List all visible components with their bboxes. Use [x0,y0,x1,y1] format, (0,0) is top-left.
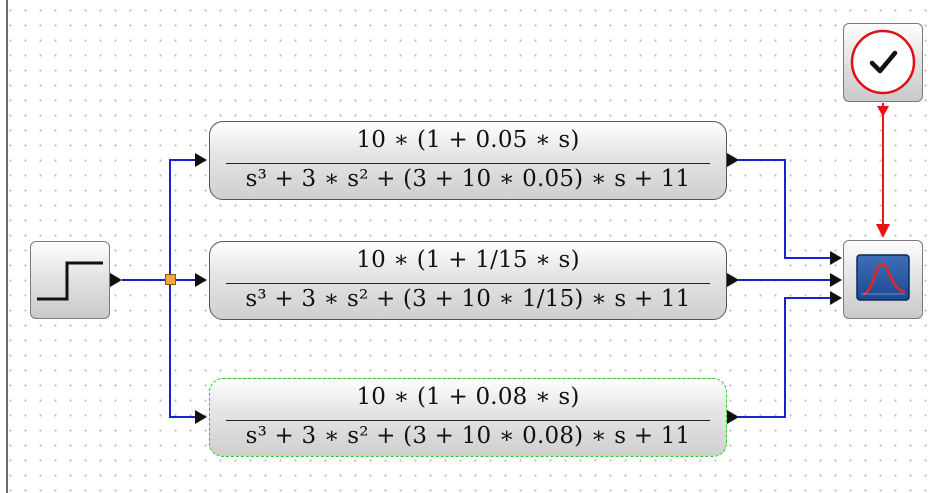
tf3-denominator: s³ + 3 ∗ s² + (3 + 10 ∗ 0.08) ∗ s + 11 [245,423,691,449]
scope-input-port-3[interactable] [830,291,842,305]
scope-display-icon [856,254,910,301]
clock-block[interactable] [843,23,923,102]
scope-input-port-2[interactable] [830,273,842,287]
tf3-input-port[interactable] [195,410,207,424]
tf3-output-port[interactable] [727,410,739,424]
step-source-block[interactable] [30,241,110,319]
link-split-to-tf3[interactable] [169,285,195,418]
tf1-denominator: s³ + 3 ∗ s² + (3 + 10 ∗ 0.05) ∗ s + 11 [245,166,691,192]
step-function-icon [37,261,103,301]
transfer-function-block-1[interactable]: 10 ∗ (1 + 0.05 ∗ s) s³ + 3 ∗ s² + (3 + 1… [209,121,727,200]
link-split-to-tf1[interactable] [169,159,195,280]
step-output-port[interactable] [110,273,122,287]
tf2-output-port[interactable] [727,273,739,287]
tf1-numerator: 10 ∗ (1 + 0.05 ∗ s) [356,127,580,153]
scope-input-port-1[interactable] [830,251,842,265]
tf3-numerator: 10 ∗ (1 + 0.08 ∗ s) [356,384,580,410]
activation-target-arrow [876,224,890,238]
tf2-input-port[interactable] [195,273,207,287]
link-tf3-to-scope[interactable] [738,297,830,418]
canvas-left-border [6,0,8,493]
tf2-fraction-bar [226,283,710,284]
tf2-denominator: s³ + 3 ∗ s² + (3 + 10 ∗ 1/15) ∗ s + 11 [245,286,691,312]
activation-input-arrow [877,106,889,117]
tf2-numerator: 10 ∗ (1 + 1/15 ∗ s) [356,247,580,273]
tf1-output-port[interactable] [727,153,739,167]
scope-block[interactable] [843,240,923,319]
tf3-fraction-bar [226,420,710,421]
link-tf1-to-scope[interactable] [738,159,830,259]
split-point[interactable] [165,274,176,285]
transfer-function-block-2[interactable]: 10 ∗ (1 + 1/15 ∗ s) s³ + 3 ∗ s² + (3 + 1… [209,241,727,320]
transfer-function-block-3[interactable]: 10 ∗ (1 + 0.08 ∗ s) s³ + 3 ∗ s² + (3 + 1… [209,378,727,457]
clock-checkmark-icon [850,29,916,95]
tf1-fraction-bar [226,163,710,164]
tf1-input-port[interactable] [195,153,207,167]
